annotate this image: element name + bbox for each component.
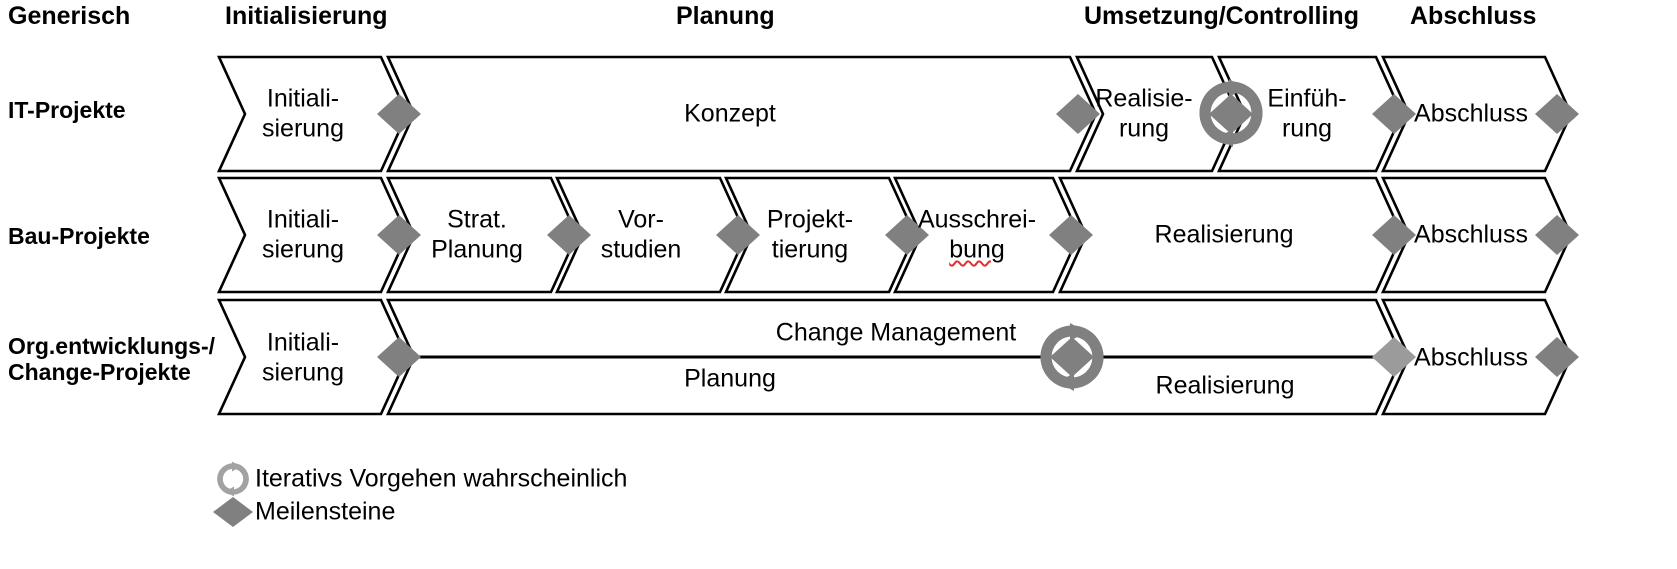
milestone-diamond bbox=[1209, 94, 1253, 134]
chevron-it-konzept bbox=[385, 55, 1098, 173]
phase-header-umsetzung-controlling: Umsetzung/Controlling bbox=[1084, 2, 1359, 30]
legend-label-milestones: Meilensteine bbox=[255, 497, 396, 526]
milestone-diamond bbox=[1535, 94, 1579, 134]
milestone-diamond bbox=[377, 337, 421, 377]
milestone-diamond bbox=[1050, 337, 1094, 377]
legend-circular-arrow-icon bbox=[220, 462, 246, 497]
row-label-change-projekte: Org.entwicklungs-/ Change-Projekte bbox=[8, 333, 215, 386]
row-label-bau-projekte: Bau-Projekte bbox=[8, 223, 150, 249]
milestone-diamond bbox=[547, 215, 591, 255]
chevron-bau-realisierung bbox=[1057, 176, 1404, 294]
legend-label-iterative: Iterativs Vorgehen wahrscheinlich bbox=[255, 464, 628, 493]
row-label-it-projekte: IT-Projekte bbox=[8, 97, 126, 123]
phase-header-planung: Planung bbox=[676, 2, 775, 30]
phase-header-generisch: Generisch bbox=[8, 2, 131, 30]
milestone-diamond bbox=[885, 215, 929, 255]
chevron-bau-initialisierung bbox=[216, 176, 409, 294]
milestone-diamond bbox=[1372, 337, 1416, 377]
chevron-it-realisierung bbox=[1074, 55, 1240, 173]
row-change-projects-shapes bbox=[216, 298, 1579, 416]
phase-header-abschluss: Abschluss bbox=[1410, 2, 1537, 30]
milestone-diamond bbox=[1056, 94, 1100, 134]
milestone-diamond bbox=[377, 215, 421, 255]
legend-diamond-icon bbox=[213, 497, 253, 527]
legend-item-iterative: Iterativs Vorgehen wahrscheinlich bbox=[252, 464, 628, 493]
row-label-change-projekte-line2: Change-Projekte bbox=[8, 359, 191, 386]
chevron-it-initialisierung bbox=[216, 55, 409, 173]
row-label-change-projekte-line1: Org.entwicklungs-/ bbox=[8, 333, 216, 359]
milestone-diamond bbox=[1535, 215, 1579, 255]
chevron-change-initialisierung bbox=[216, 298, 409, 416]
row-construction-projects-shapes bbox=[216, 176, 1579, 294]
row-it-projects-shapes bbox=[216, 55, 1579, 173]
phase-header-initialisierung: Initialisierung bbox=[225, 2, 388, 30]
milestone-diamond bbox=[1372, 94, 1416, 134]
milestone-diamond bbox=[716, 215, 760, 255]
milestone-diamond bbox=[1535, 337, 1579, 377]
milestone-diamond bbox=[377, 94, 421, 134]
milestone-diamond bbox=[1372, 215, 1416, 255]
legend-item-milestones: Meilensteine bbox=[252, 497, 396, 526]
milestone-diamond bbox=[1049, 215, 1093, 255]
